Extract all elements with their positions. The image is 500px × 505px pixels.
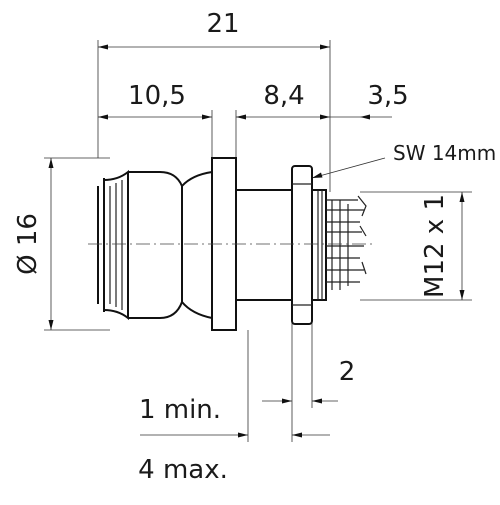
dim-middle: 8,4 <box>235 81 330 158</box>
dim-nut: 2 <box>262 310 355 442</box>
front-face <box>97 178 105 312</box>
dim-thread: M12 x 1 <box>360 191 472 301</box>
overall-length-label: 21 <box>206 9 239 39</box>
shaft <box>236 189 292 301</box>
connector-body <box>88 157 372 331</box>
thread-section <box>312 189 327 301</box>
wrench-size-label: SW 14mm <box>393 141 496 165</box>
middle-length-label: 8,4 <box>263 81 304 111</box>
dim-right: 3,5 <box>330 81 409 120</box>
nut-thickness-label: 2 <box>339 357 356 387</box>
dim-panel: 1 min. 4 max. <box>138 330 330 485</box>
panel-max-label: 4 max. <box>138 455 228 485</box>
right-length-label: 3,5 <box>367 81 408 111</box>
solder-contacts <box>326 195 367 290</box>
dim-overall: 21 <box>97 9 331 192</box>
diameter-label: Ø 16 <box>13 213 43 275</box>
front-ring <box>103 169 129 321</box>
leader-line <box>311 157 386 179</box>
dim-left: 10,5 <box>98 81 213 158</box>
arrow-right <box>320 44 330 50</box>
coupling-taper <box>181 170 213 320</box>
left-length-label: 10,5 <box>128 81 186 111</box>
thread-label: M12 x 1 <box>420 194 450 298</box>
wrench-callout: SW 14mm <box>311 141 496 179</box>
dim-diameter: Ø 16 <box>13 157 110 331</box>
coupling-sleeve <box>128 171 183 319</box>
hex-nut <box>291 165 313 325</box>
panel-min-label: 1 min. <box>139 395 221 425</box>
arrow-left <box>98 44 108 50</box>
